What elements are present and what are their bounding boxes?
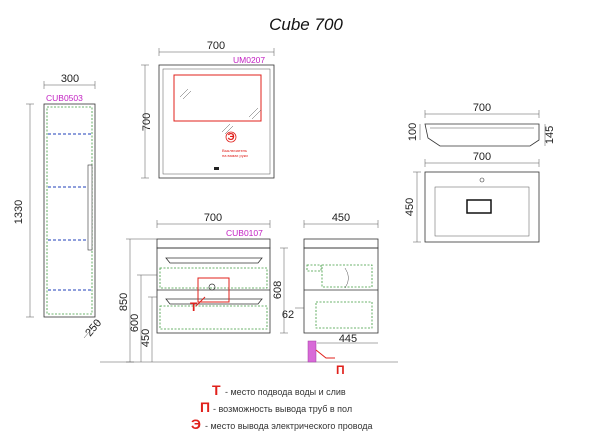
mirror-switch-label-2: на взмах руки: [222, 153, 248, 158]
mirror-code-label: UM0207: [233, 55, 265, 65]
vanity-water-letter: Т: [190, 300, 198, 314]
sensor-switch-icon: [214, 167, 219, 170]
drawing-title: Cube 700: [269, 15, 343, 34]
sink-side-width-label: 700: [473, 102, 491, 114]
side-offset-label: 62: [282, 309, 294, 321]
sink-top-view: 700 450: [404, 151, 540, 243]
legend-text-floor: - возможность вывода труб в пол: [213, 404, 352, 414]
column-cabinet: 300 CUB0503 1330 250: [13, 73, 104, 339]
floor-pipe-icon: [307, 340, 317, 363]
vanity-h450-label: 450: [140, 329, 152, 347]
legend: Т - место подвода воды и слив П - возмож…: [191, 382, 373, 432]
legend-letter-electric: Э: [191, 416, 201, 432]
vanity-width-label: 700: [204, 212, 222, 224]
mirror-width-label: 700: [207, 40, 225, 52]
vanity-h608-label: 608: [272, 281, 284, 299]
vanity-front: 700 CUB0107 Т 850 600 450 608: [100, 212, 398, 363]
sink-side-h100-label: 100: [407, 123, 419, 141]
legend-letter-floor: П: [200, 399, 210, 415]
vanity-code-label: CUB0107: [226, 228, 263, 238]
column-width-label: 300: [61, 73, 79, 85]
mirror-electric-letter: Э: [227, 132, 234, 143]
mirror-height-label: 700: [141, 113, 153, 131]
faucet-hole-icon: [479, 177, 485, 183]
mirror: 700 UM0207 Э Выключатель на взмах руки 7…: [141, 40, 275, 179]
legend-letter-water: Т: [212, 382, 221, 398]
drain-icon: [466, 199, 492, 214]
sink-side-profile: 700 100 145: [407, 102, 556, 147]
sink-top-width-label: 700: [473, 151, 491, 163]
legend-text-electric: - место вывода электрического провода: [205, 421, 373, 431]
column-height-label: 1330: [13, 200, 25, 224]
column-depth-label: 250: [83, 317, 104, 339]
vanity-h600-label: 600: [129, 314, 141, 332]
vanity-side: 450 62 445 П: [282, 212, 379, 377]
mirror-switch-label-1: Выключатель: [222, 148, 247, 153]
vanity-h850-label: 850: [118, 293, 130, 311]
sink-side-h145-label: 145: [544, 126, 556, 144]
sink-top-depth-label: 450: [404, 198, 416, 216]
side-depth-label: 450: [332, 212, 350, 224]
side-floor-letter: П: [336, 363, 345, 377]
side-depth445-label: 445: [339, 333, 357, 345]
column-code-label: CUB0503: [46, 93, 83, 103]
legend-text-water: - место подвода воды и слив: [225, 387, 346, 397]
